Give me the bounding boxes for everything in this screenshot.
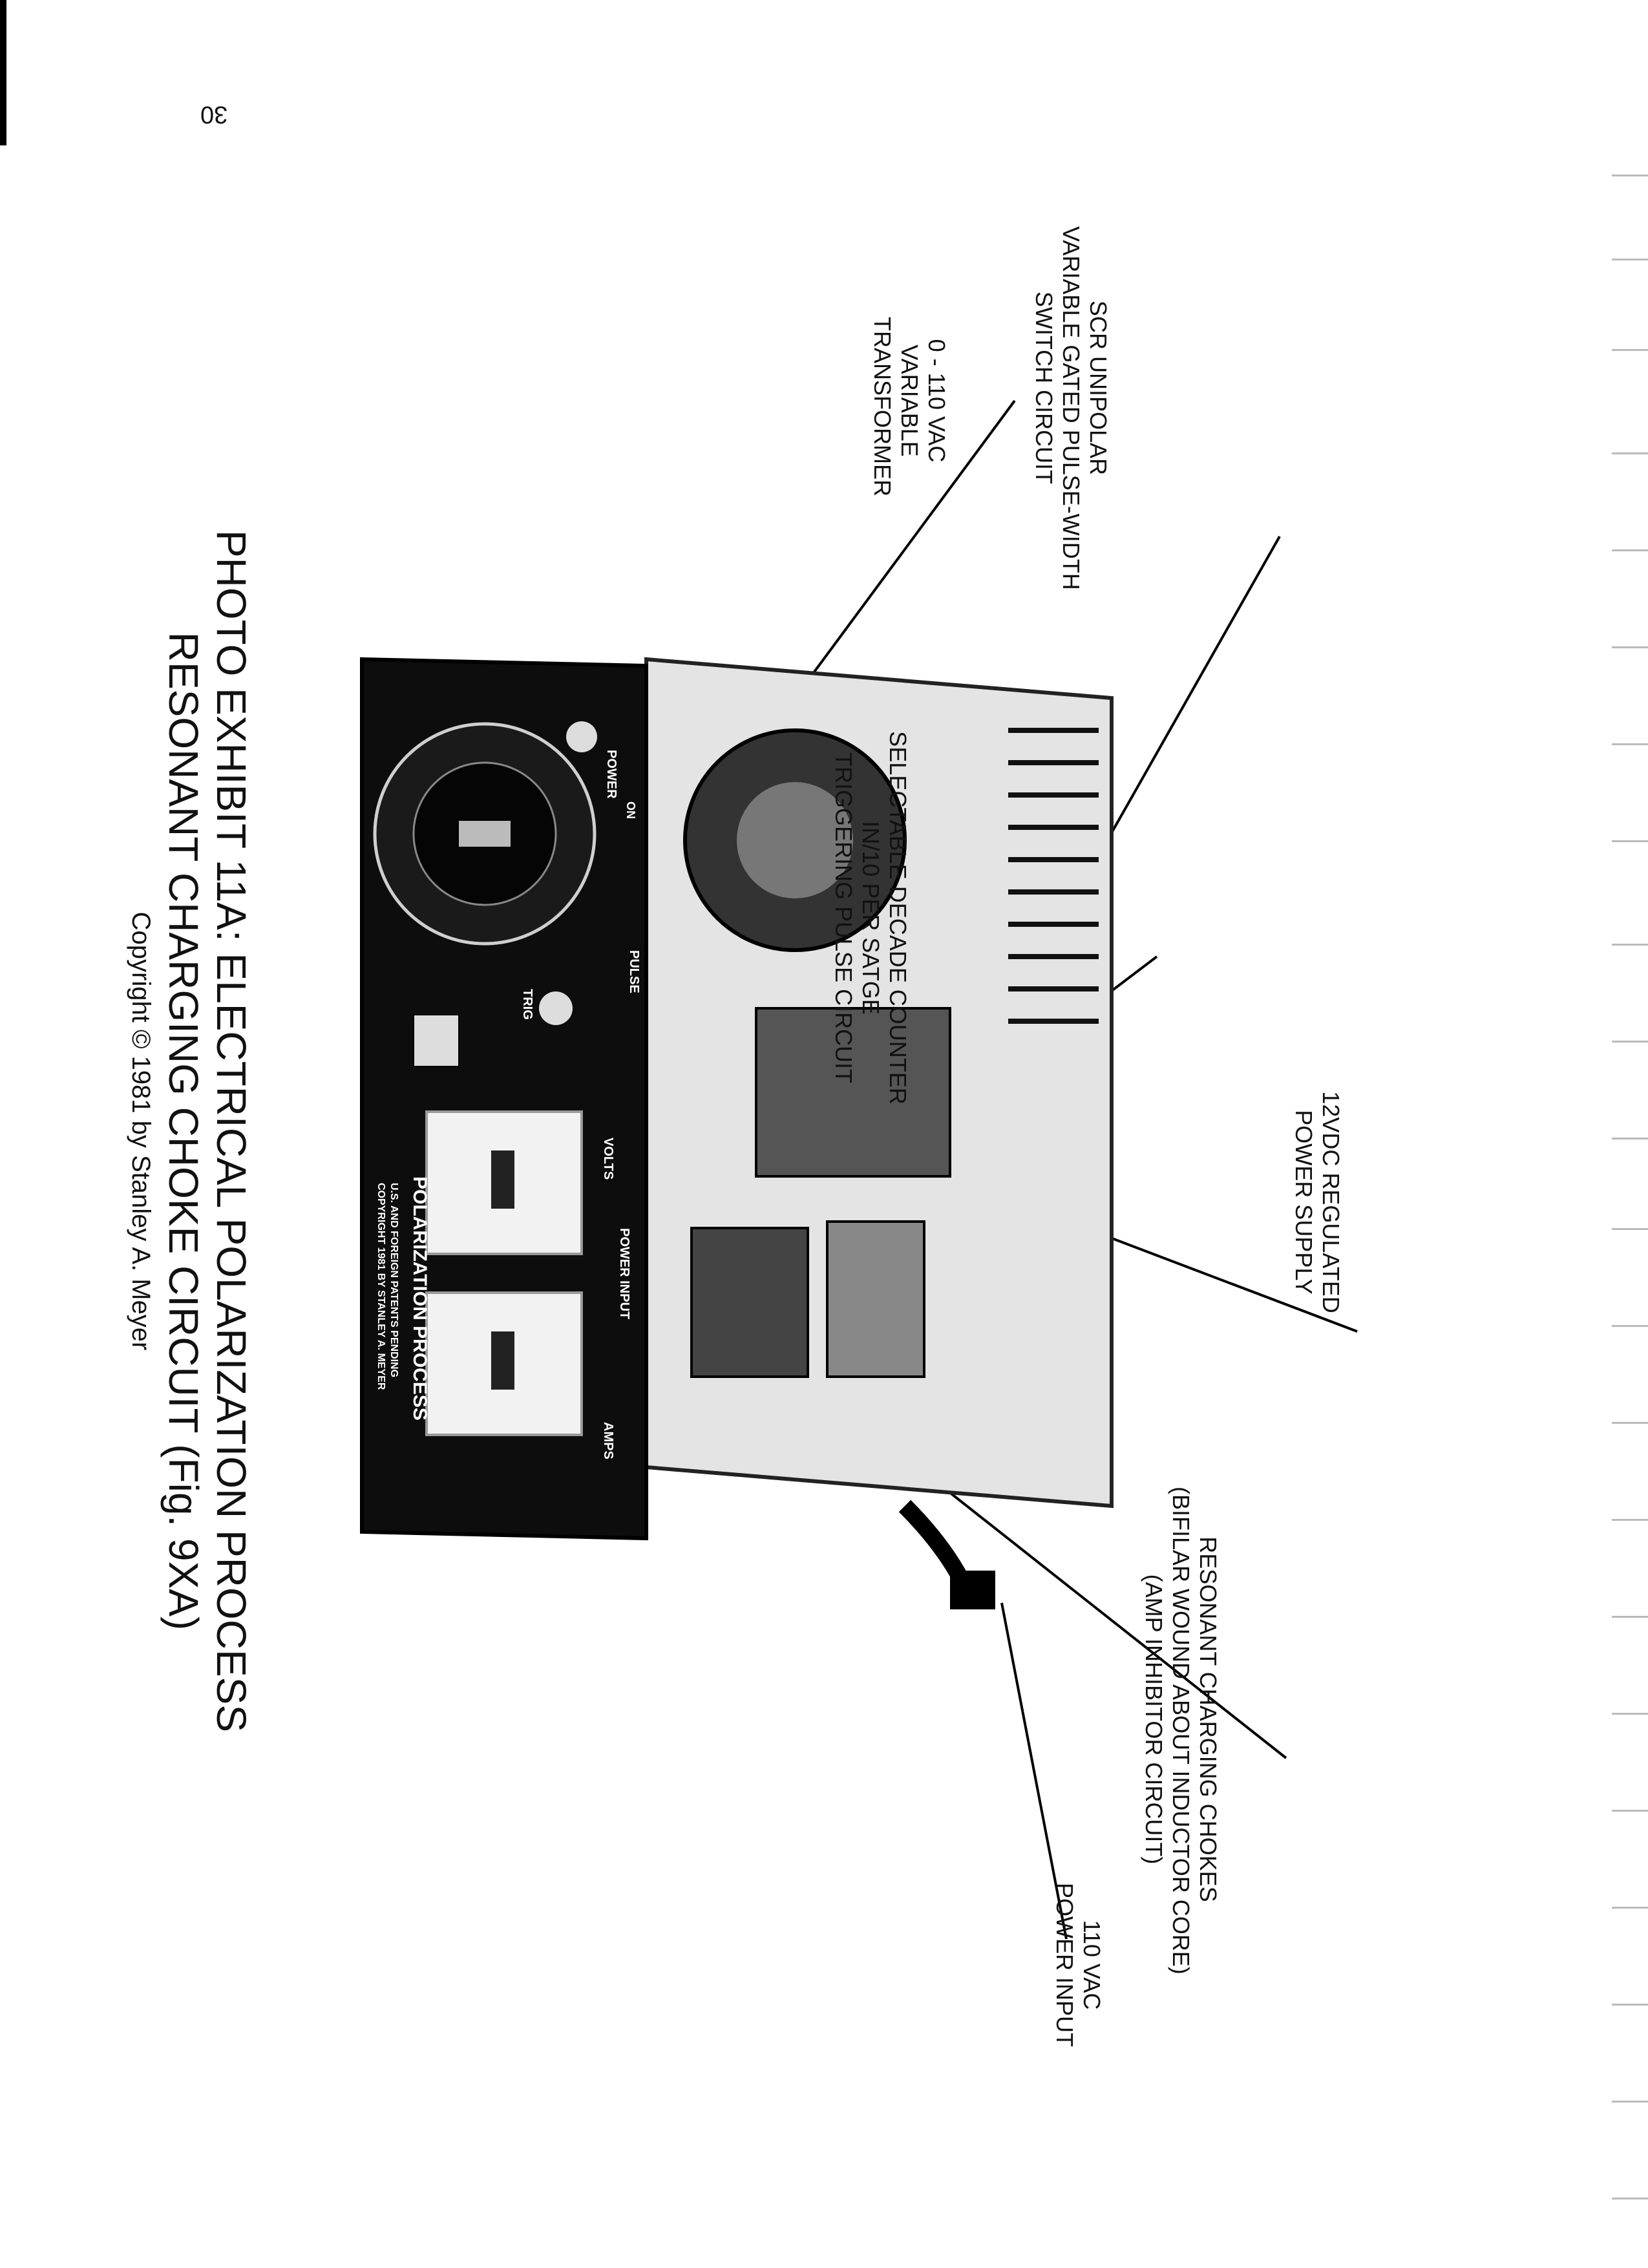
- front-panel: [360, 657, 648, 1541]
- figure-caption: PHOTO EXHIBIT 11A: ELECTRICAL POLARIZATI…: [120, 452, 255, 1810]
- panel-amps-label: AMPS: [601, 1422, 615, 1459]
- circuit-board: [755, 1007, 951, 1178]
- power-switch: [566, 721, 597, 752]
- volts-meter: [425, 1110, 583, 1255]
- panel-on-label: ON: [624, 801, 637, 819]
- chassis: [644, 657, 1114, 1609]
- heat-sink: [1008, 728, 1099, 1024]
- caption-title: PHOTO EXHIBIT 11A: ELECTRICAL POLARIZATI…: [208, 529, 255, 1733]
- panel-pulse-label: PULSE: [627, 950, 641, 993]
- charging-chokes: [690, 1227, 809, 1378]
- panel-power-label: POWER: [604, 750, 618, 799]
- panel-power-input-label: POWER INPUT: [617, 1228, 631, 1319]
- panel-trig-label: TRIG: [520, 989, 534, 1020]
- label-resonant-chokes: RESONANT CHARGING CHOKES(BIFILAR WOUND A…: [1141, 1487, 1221, 1975]
- trig-knob: [539, 991, 573, 1025]
- scan-edge-bar: [0, 0, 6, 145]
- panel-brand: POLARIZATION PROCESS: [409, 1176, 430, 1421]
- caption-copyright: Copyright © 1981 by Stanley A. Meyer: [127, 911, 155, 1351]
- panel-copyright: COPYRIGHT 1981 BY STANLEY A. MEYER: [375, 1183, 386, 1390]
- caption-subtitle: RESONANT CHARGING CHOKE CIRCUIT (Fig. 9X…: [160, 631, 207, 1631]
- panel-volts-label: VOLTS: [601, 1138, 615, 1180]
- panel-patent: U.S. AND FOREIGN PATENTS PENDING: [388, 1183, 399, 1377]
